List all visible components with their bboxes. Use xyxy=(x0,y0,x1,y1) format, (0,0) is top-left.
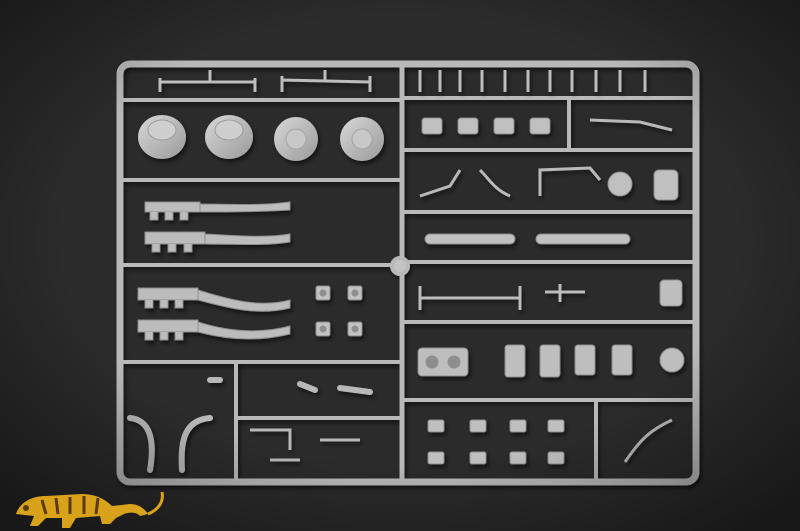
tiger-icon xyxy=(16,491,164,528)
